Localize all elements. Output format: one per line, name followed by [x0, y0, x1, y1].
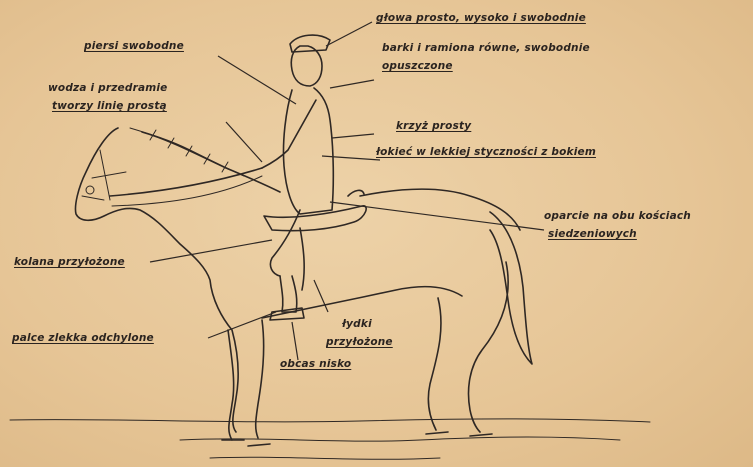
label-lydki-line1: łydki: [342, 318, 372, 331]
bridle: [82, 150, 126, 200]
reins: [110, 168, 262, 196]
ground-line: [10, 419, 650, 422]
reins: [112, 176, 262, 206]
leader-kolana: [150, 240, 272, 262]
leader-palce: [208, 312, 276, 338]
rider-torso: [283, 88, 333, 214]
label-krzyz: krzyż prosty: [396, 120, 471, 133]
leader-obcas: [292, 322, 298, 360]
label-barki-line2: opuszczone: [382, 60, 453, 73]
saddle: [264, 206, 366, 231]
horse-outline: [75, 128, 238, 432]
hoof: [426, 432, 448, 434]
leader-glowa: [326, 22, 372, 46]
rider-thigh: [270, 210, 300, 276]
label-lokiec: łokieć w lekkiej styczności z bokiem: [376, 146, 596, 159]
rider-leg: [280, 276, 297, 312]
label-glowa: głowa prosto, wysoko i swobodnie: [376, 12, 586, 25]
saddle-flap: [300, 228, 304, 290]
hoof: [470, 434, 492, 436]
ground-line: [210, 457, 440, 459]
leader-piersi: [218, 56, 296, 104]
leader-krzyz: [332, 134, 374, 138]
label-oparcie-line2: siedzeniowych: [548, 228, 637, 241]
label-palce: palce zlekka odchylone: [12, 332, 154, 345]
horse-tail: [490, 212, 532, 364]
label-piersi: piersi swobodne: [84, 40, 184, 53]
label-wodza-line1: wodza i przedramie: [48, 82, 168, 95]
rider-arm: [262, 100, 316, 168]
label-oparcie-line1: oparcie na obu kościach: [544, 210, 691, 223]
horse-hind: [469, 262, 509, 432]
leader-barki: [330, 80, 374, 88]
leader-wodza: [226, 122, 262, 162]
label-kolana: kolana przyłożone: [14, 256, 125, 269]
leader-lokiec: [322, 156, 380, 160]
label-barki-line1: barki i ramiona równe, swobodnie: [382, 42, 590, 55]
label-obcas: obcas nisko: [280, 358, 351, 371]
horse-mane: [150, 130, 228, 172]
horse-foreleg: [256, 320, 264, 438]
label-wodza-line2: tworzy linię prostą: [52, 100, 167, 113]
horse-belly: [262, 287, 462, 318]
horse-hind: [428, 298, 441, 430]
hoof: [248, 444, 270, 446]
horse-outline: [142, 132, 280, 192]
horse-eye: [86, 186, 94, 194]
ground-line: [180, 437, 620, 441]
label-lydki-line2: przyłożone: [326, 336, 393, 349]
